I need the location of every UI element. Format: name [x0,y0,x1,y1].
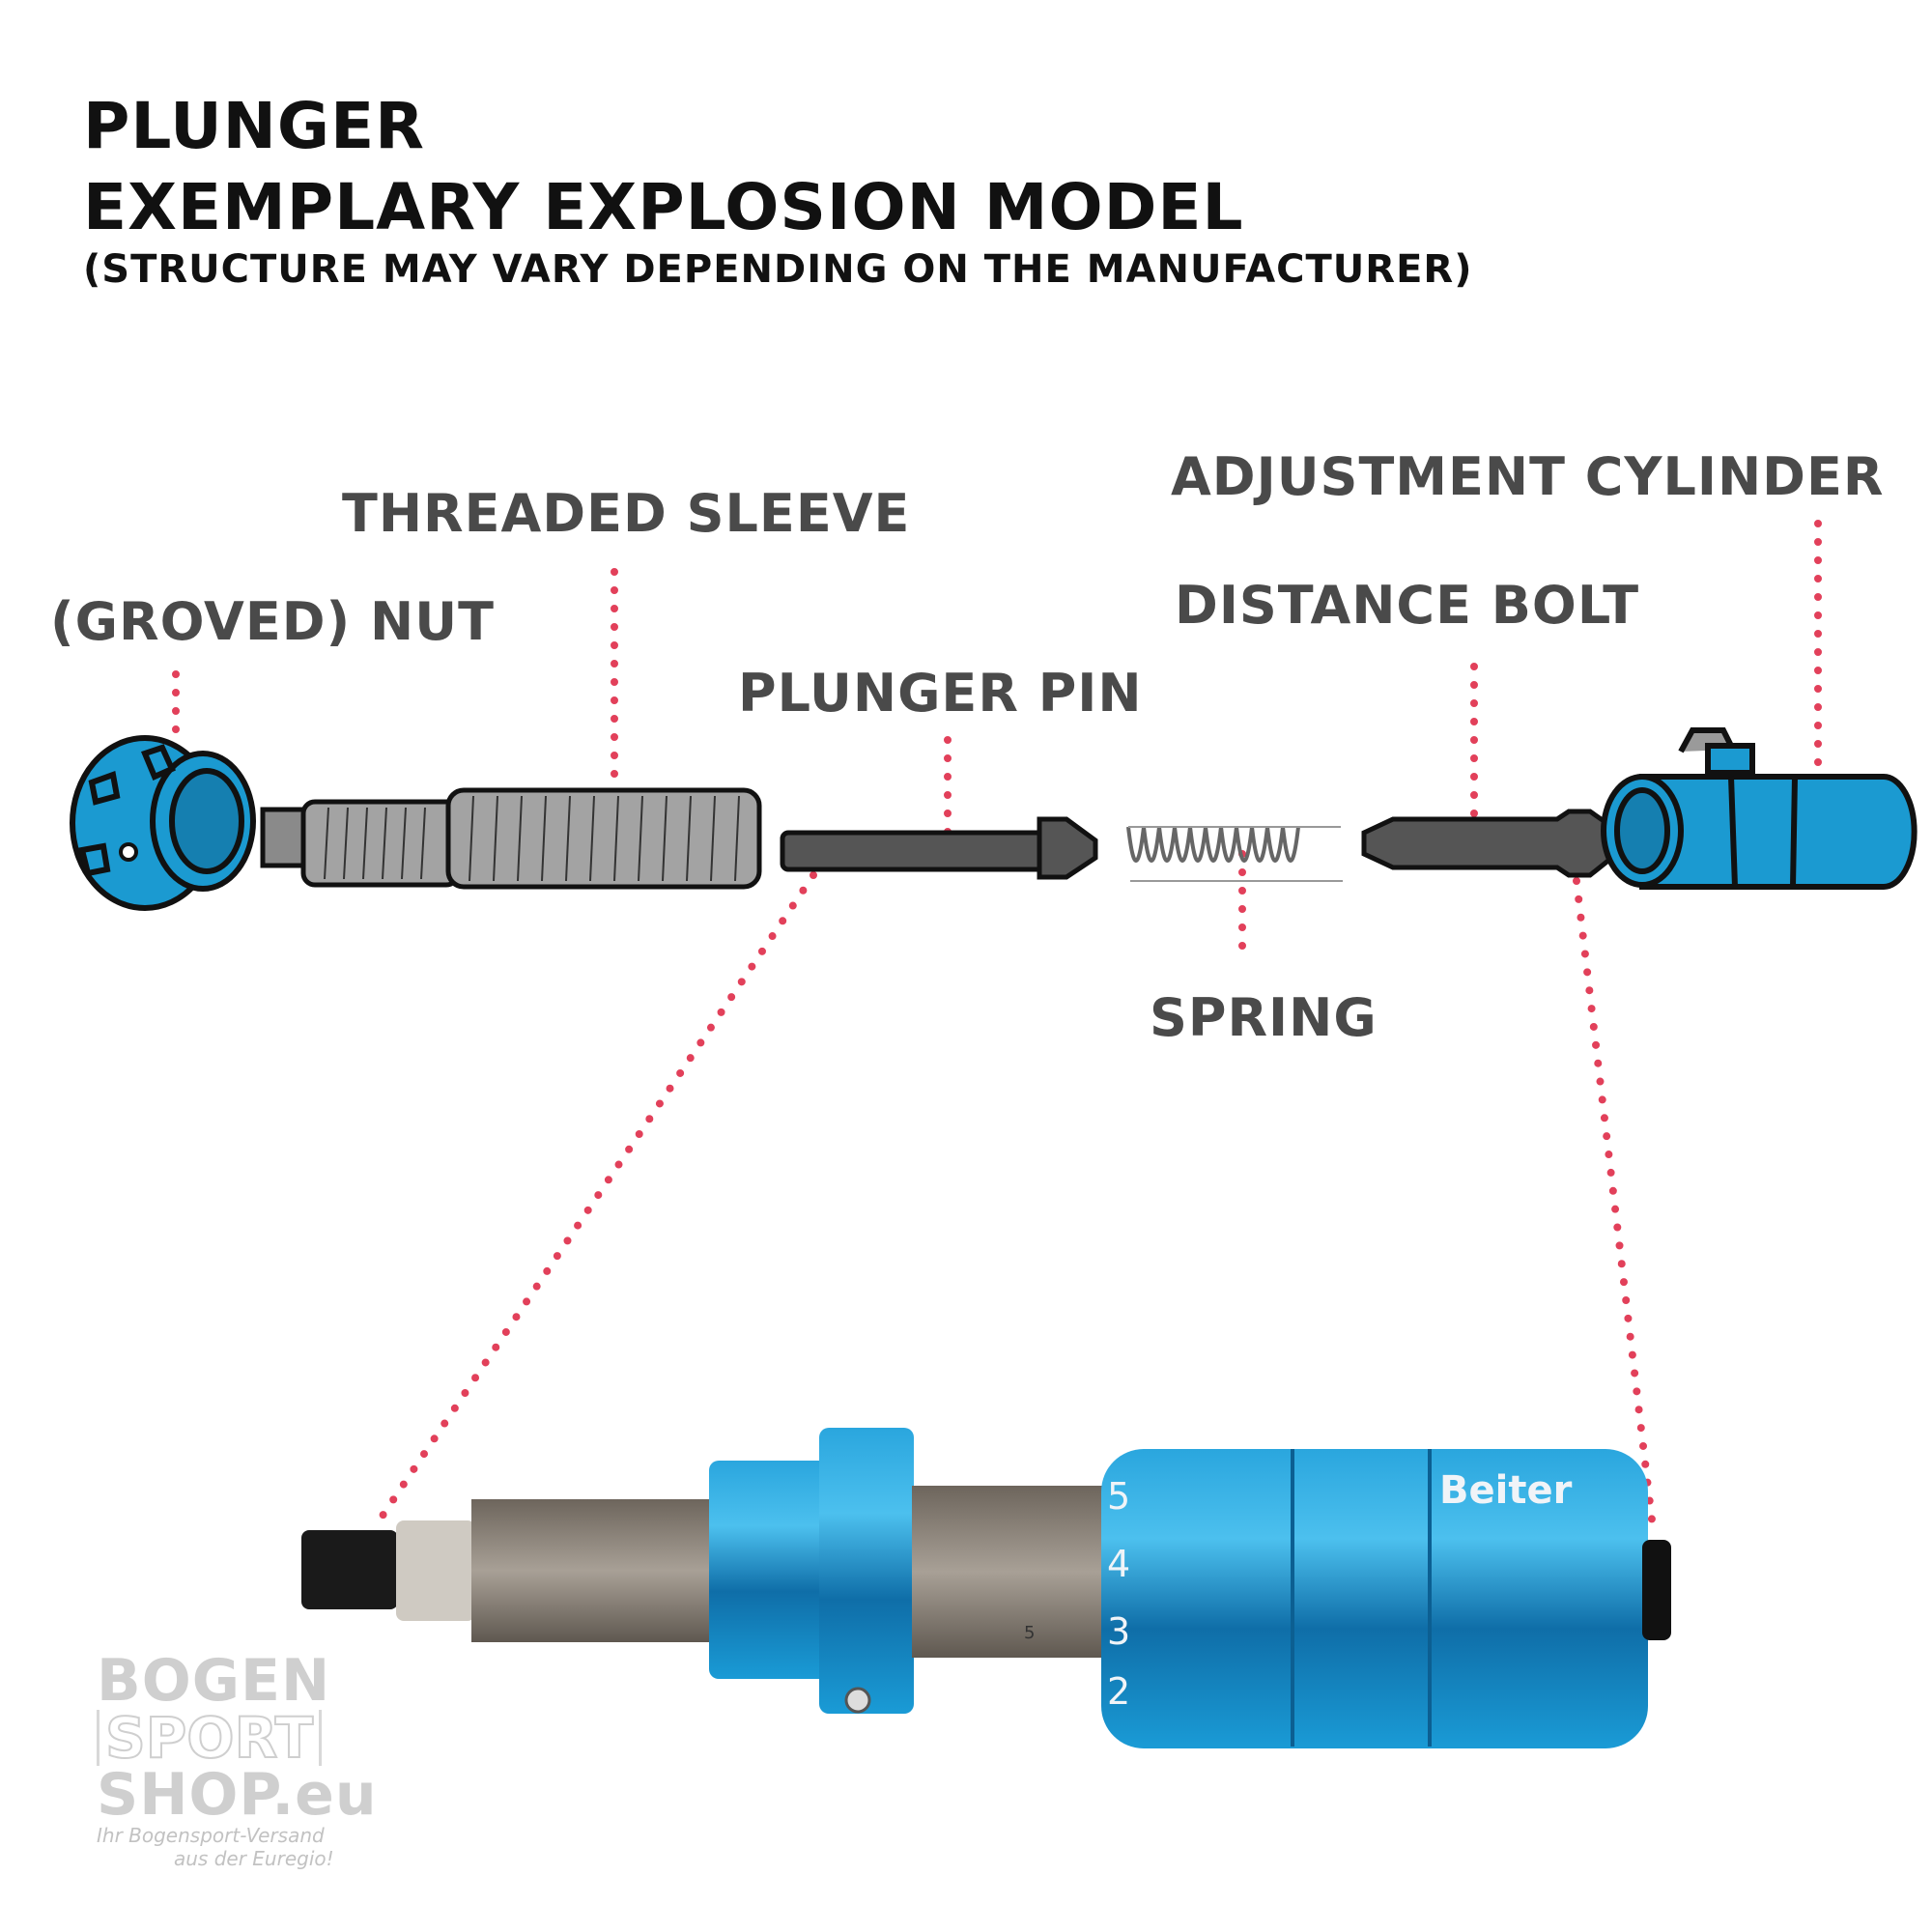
thread-mark: 5 [1024,1623,1035,1643]
photo-tip [301,1530,398,1609]
watermark-logo: BOGEN SPORT SHOP.eu Ihr Bogensport-Versa… [97,1652,378,1870]
groved-nut-icon [70,735,256,911]
subtitle: (STRUCTURE MAY VARY DEPENDING ON THE MAN… [83,247,1473,292]
adjustment-cylinder-icon [1601,727,1918,890]
scale-number: 3 [1107,1610,1130,1653]
beiter-logo: Beiter [1439,1468,1573,1513]
photo-collar [396,1520,475,1621]
title-line-1: PLUNGER [83,89,425,163]
threaded-sleeve-icon [260,787,762,890]
label-distance-bolt: DISTANCE BOLT [1175,575,1640,636]
scale-number: 4 [1107,1543,1130,1585]
watermark-line-2: SPORT [97,1709,323,1767]
photo-rear-thread [912,1486,1105,1658]
photo-body [1101,1449,1648,1748]
label-threaded-sleeve: THREADED SLEEVE [342,483,911,544]
watermark-line-1: BOGEN [97,1647,331,1715]
assembled-plunger-photo: 5 Beiter 5 4 3 2 [301,1428,1671,1748]
label-plunger-pin: PLUNGER PIN [738,663,1143,724]
plunger-pin-icon [780,816,1098,880]
label-spring: SPRING [1150,987,1378,1048]
label-nut: (GROVED) NUT [50,591,495,652]
leader-pin-to-photo [377,871,817,1522]
scale-number: 2 [1107,1670,1130,1713]
leader-bolt-to-photo [1573,877,1658,1540]
spring-icon [1126,826,1343,882]
watermark-line-3: SHOP.eu [97,1761,378,1829]
watermark-tagline-2: aus der Euregio! [174,1847,334,1870]
label-adjustment-cylinder: ADJUSTMENT CYLINDER [1171,446,1885,507]
title-line-2: EXEMPLARY EXPLOSION MODEL [83,170,1244,244]
watermark-tagline-1: Ihr Bogensport-Versand [97,1824,325,1847]
photo-rear-cap [1642,1540,1671,1640]
scale-number: 5 [1107,1475,1130,1518]
set-screw-icon [844,1687,871,1714]
distance-bolt-icon [1361,809,1612,878]
photo-front-thread [471,1499,713,1642]
